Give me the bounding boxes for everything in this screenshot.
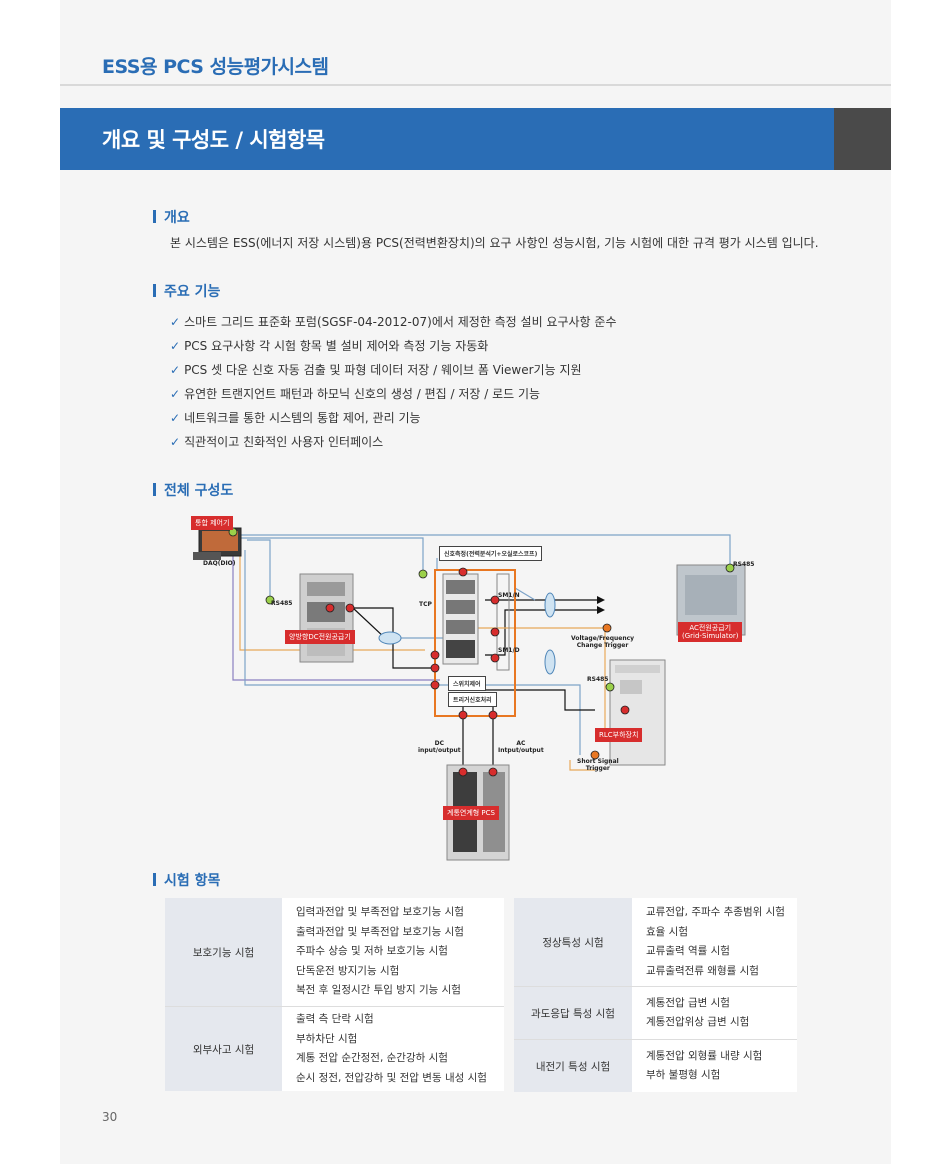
title-divider: [60, 84, 891, 86]
check-icon: ✓: [170, 411, 181, 425]
test-item: 계통전압 급변 시험: [646, 996, 730, 1009]
test-item: 입력과전압 및 부족전압 보호기능 시험: [296, 906, 464, 919]
table-row: 과도응답 특성 시험 계통전압 급변 시험 계통전압위상 급변 시험: [514, 986, 797, 1040]
pcs-tag: 계통연계형 PCS: [443, 806, 499, 820]
test-item: 부하차단 시험: [296, 1032, 358, 1045]
tests-table-left: 보호기능 시험 입력과전압 및 부족전압 보호기능 시험 출력과전압 및 부족전…: [165, 898, 504, 1091]
test-item: 부하 불평형 시험: [646, 1069, 721, 1081]
controller-tag: 통합 제어기: [191, 516, 234, 530]
test-item: 출력 측 단락 시험: [296, 1013, 374, 1025]
rs485-label: RS485: [271, 600, 293, 607]
test-category: 내전기 특성 시험: [514, 1039, 632, 1092]
test-item: 교류출력전류 왜형률 시험: [646, 964, 759, 977]
test-category: 외부사고 시험: [165, 1006, 282, 1091]
check-icon: ✓: [170, 339, 181, 353]
test-item-list: 계통전압 급변 시험 계통전압위상 급변 시험: [632, 986, 797, 1040]
tests-heading: 시험 항목: [153, 870, 220, 890]
banner-title: 개요 및 구성도 / 시험항목: [102, 128, 325, 152]
sm2-label: SM1/D: [498, 647, 520, 654]
test-category: 과도응답 특성 시험: [514, 986, 632, 1040]
test-item: 순시 정전, 전압강하 및 전압 변동 내성 시험: [296, 1071, 487, 1084]
rs485-label: RS485: [733, 561, 755, 568]
signal-measure-box: 신호측정(전력분석기+오실로스코프): [439, 546, 543, 561]
switch-control-box: 스위치제어: [448, 676, 486, 691]
test-item-list: 출력 측 단락 시험 부하차단 시험 계통 전압 순간정전, 순간강하 시험 순…: [282, 1006, 504, 1091]
test-item: 주파수 상승 및 저하 보호기능 시험: [296, 945, 448, 958]
feature-item: ✓스마트 그리드 표준화 포럼(SGSF-04-2012-07)에서 제정한 측…: [170, 315, 617, 329]
document-title: ESS용 PCS 성능평가시스템: [102, 56, 329, 78]
test-item-list: 교류전압, 주파수 추종범위 시험 효율 시험 교류출력 역률 시험 교류출력전…: [632, 898, 797, 987]
overview-heading: 개요: [153, 207, 190, 227]
tcp-label: TCP: [419, 601, 432, 608]
test-item: 출력과전압 및 부족전압 보호기능 시험: [296, 925, 464, 938]
feature-item: ✓유연한 트랜지언트 패턴과 하모닉 신호의 생성 / 편집 / 저장 / 로드…: [170, 387, 541, 401]
test-item: 계통 전압 순간정전, 순간강하 시험: [296, 1052, 448, 1064]
feature-item: ✓PCS 요구사항 각 시험 항목 별 설비 제어와 측정 기능 자동화: [170, 339, 489, 353]
test-item-list: 입력과전압 및 부족전압 보호기능 시험 출력과전압 및 부족전압 보호기능 시…: [282, 898, 504, 1007]
features-heading: 주요 기능: [153, 281, 220, 301]
system-diagram: 통합 제어기 DAQ(DIO) 신호측정(전력분석기+오실로스코프) RS485…: [185, 510, 765, 865]
banner-accent-block: [834, 108, 891, 170]
daq-label: DAQ(DIO): [203, 560, 236, 567]
section-banner: [60, 108, 834, 170]
feature-item: ✓직관적이고 친화적인 사용자 인터페이스: [170, 435, 384, 449]
check-icon: ✓: [170, 387, 181, 401]
feature-item: ✓PCS 셋 다운 신호 자동 검출 및 파형 데이터 저장 / 웨이브 폼 V…: [170, 363, 582, 377]
table-row: 외부사고 시험 출력 측 단락 시험 부하차단 시험 계통 전압 순간정전, 순…: [165, 1006, 504, 1091]
check-icon: ✓: [170, 435, 181, 449]
sm1-label: SM1/N: [498, 592, 520, 599]
page-number: 30: [102, 1110, 118, 1124]
table-row: 보호기능 시험 입력과전압 및 부족전압 보호기능 시험 출력과전압 및 부족전…: [165, 898, 504, 1007]
test-item: 계통전압위상 급변 시험: [646, 1016, 750, 1028]
tests-table-right: 정상특성 시험 교류전압, 주파수 추종범위 시험 효율 시험 교류출력 역률 …: [514, 898, 797, 1092]
feature-item: ✓네트워크를 통한 시스템의 통합 제어, 관리 기능: [170, 411, 421, 425]
table-row: 내전기 특성 시험 계통전압 외형률 내량 시험 부하 불평형 시험: [514, 1039, 797, 1092]
test-item-list: 계통전압 외형률 내량 시험 부하 불평형 시험: [632, 1039, 797, 1092]
table-row: 정상특성 시험 교류전압, 주파수 추종범위 시험 효율 시험 교류출력 역률 …: [514, 898, 797, 987]
test-category: 보호기능 시험: [165, 898, 282, 1007]
test-item: 계통전압 외형률 내량 시험: [646, 1049, 763, 1062]
test-item: 복전 후 일정시간 투입 방지 기능 시험: [296, 984, 461, 997]
rs485-label: RS485: [587, 676, 609, 683]
diagram-heading: 전체 구성도: [153, 480, 233, 500]
test-item: 효율 시험: [646, 925, 688, 938]
trigger-processing-box: 트리거신호처리: [448, 692, 497, 707]
test-item: 교류전압, 주파수 추종범위 시험: [646, 906, 785, 918]
check-icon: ✓: [170, 363, 181, 377]
check-icon: ✓: [170, 315, 181, 329]
test-category: 정상특성 시험: [514, 898, 632, 987]
ac-supply-tag: AC전원공급기(Grid-Simulator): [678, 622, 743, 642]
test-item: 단독운전 방지기능 시험: [296, 964, 400, 977]
rlc-load-tag: RLC부하장치: [595, 728, 643, 742]
dc-supply-tag: 양방향DC전원공급기: [285, 630, 355, 644]
overview-text: 본 시스템은 ESS(에너지 저장 시스템)용 PCS(전력변환장치)의 요구 …: [170, 236, 819, 250]
test-item: 교류출력 역률 시험: [646, 945, 730, 957]
